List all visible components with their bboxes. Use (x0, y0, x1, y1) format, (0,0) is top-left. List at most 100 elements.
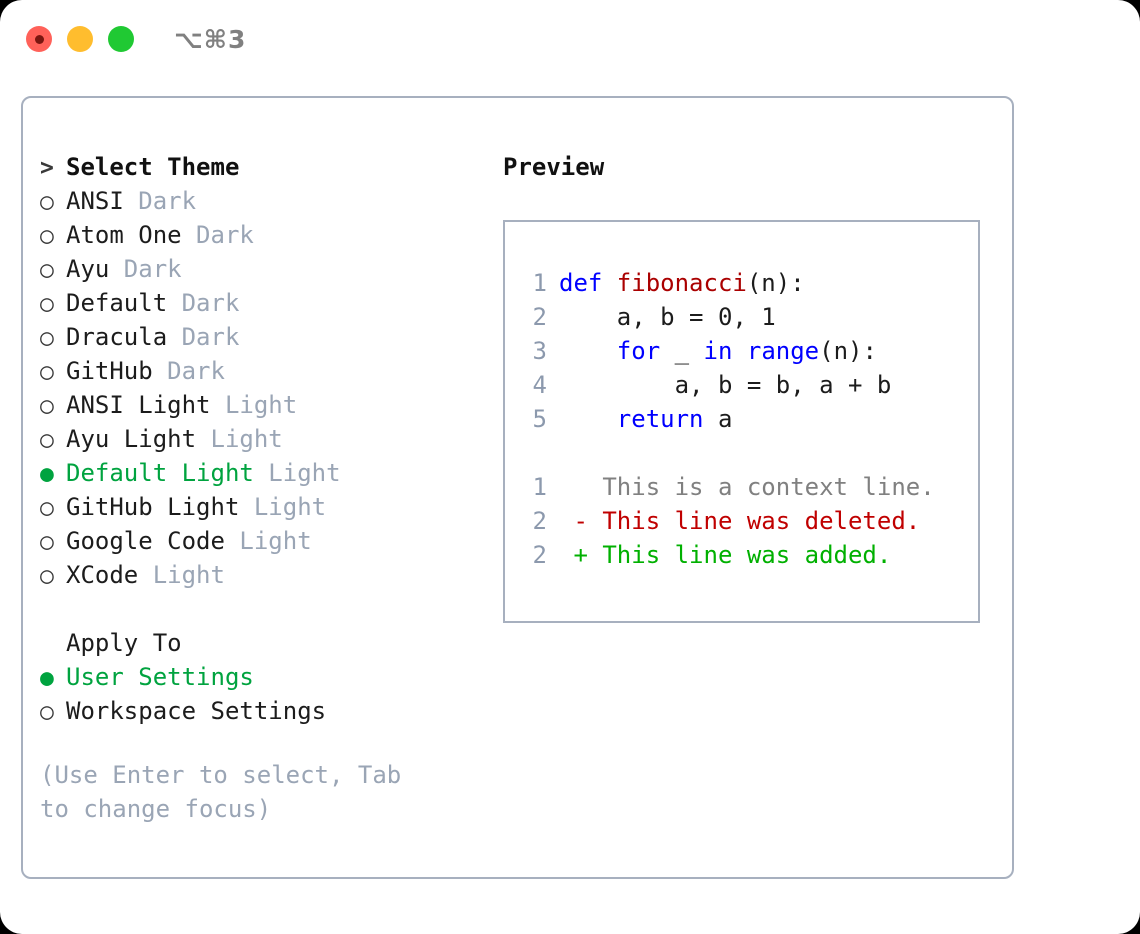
theme-option-label: Google Code (66, 527, 225, 555)
theme-option-variant: Dark (123, 187, 197, 215)
diff-line-number: 1 (532, 473, 547, 501)
code-line: 3 for _ in range(n): (523, 334, 935, 368)
list-spacer (40, 592, 490, 626)
apply-to-option-user-settings[interactable]: ●User Settings (40, 660, 490, 694)
radio-unselected-icon: ○ (40, 495, 54, 521)
theme-option-variant: Dark (152, 357, 225, 385)
code-token (559, 405, 617, 433)
theme-option-variant: Light (196, 425, 283, 453)
code-token: a, b = b, a + b (559, 371, 892, 399)
code-line-number: 1 (532, 269, 547, 297)
apply-to-option-label: User Settings (66, 663, 254, 691)
code-token: fibonacci (616, 269, 747, 297)
diff-line: 2 - This line was deleted. (523, 504, 935, 538)
theme-option-label: ANSI Light (66, 391, 211, 419)
radio-unselected-icon: ○ (40, 393, 54, 419)
main-panel: >Select Theme ○ ANSI Dark ○ Atom One Dark ○ A… (21, 96, 1014, 879)
minimize-button[interactable] (67, 26, 93, 52)
radio-unselected-icon: ○ (40, 257, 54, 283)
theme-option-variant: Light (210, 391, 298, 419)
code-token: _ (660, 337, 704, 365)
radio-unselected-icon: ○ (40, 223, 54, 249)
diff-line-text: This is a context line. (559, 473, 935, 501)
theme-option-label: Ayu (66, 255, 110, 283)
radio-unselected-icon: ○ (40, 291, 54, 317)
theme-list: ○ ANSI Dark ○ Atom One Dark ○ Ayu Dark ○ Defaul… (40, 184, 490, 592)
diff-line-number: 2 (532, 541, 547, 569)
theme-option-default-light[interactable]: ● Default Light Light (40, 456, 490, 490)
code-token: for (616, 337, 661, 365)
code-token (559, 337, 617, 365)
theme-option-github-light[interactable]: ○ GitHub Light Light (40, 490, 490, 524)
theme-option-label: Default (66, 289, 168, 317)
theme-option-label: XCode (66, 561, 139, 589)
code-token: return (616, 405, 704, 433)
code-line-number: 2 (532, 303, 547, 331)
code-token: (n): (746, 269, 805, 297)
radio-unselected-icon: ○ (40, 359, 54, 385)
apply-to-option-workspace-settings[interactable]: ○Workspace Settings (40, 694, 490, 728)
diff-line-text: + This line was added. (559, 541, 892, 569)
theme-option-variant: Light (138, 561, 225, 589)
theme-option-variant: Dark (109, 255, 182, 283)
code-token: a (703, 405, 733, 433)
code-diff-separator (523, 436, 935, 470)
diff-line: 1 This is a context line. (523, 470, 935, 504)
theme-option-dracula[interactable]: ○ Dracula Dark (40, 320, 490, 354)
theme-option-ayu-light[interactable]: ○ Ayu Light Light (40, 422, 490, 456)
code-token (732, 337, 746, 365)
theme-option-label: ANSI (66, 187, 124, 215)
radio-selected-icon: ● (40, 461, 54, 487)
code-token: (n): (819, 337, 877, 365)
theme-option-variant: Light (239, 493, 327, 521)
theme-option-variant: Dark (167, 289, 240, 317)
theme-option-xcode[interactable]: ○ XCode Light (40, 558, 490, 592)
code-line-number: 5 (532, 405, 547, 433)
theme-option-variant: Dark (181, 221, 254, 249)
radio-unselected-icon: ○ (40, 325, 54, 351)
apply-to-list: ●User Settings○Workspace Settings (40, 660, 490, 728)
code-token: a, b = 0, 1 (559, 303, 776, 331)
keyboard-hint-text: (Use Enter to select, Tab to change focu… (40, 761, 402, 823)
theme-option-label: Default Light (66, 459, 254, 487)
theme-option-ayu[interactable]: ○ Ayu Dark (40, 252, 490, 286)
code-token: def (559, 269, 617, 297)
select-theme-heading: >Select Theme (40, 150, 490, 184)
theme-option-ansi-light[interactable]: ○ ANSI Light Light (40, 388, 490, 422)
window-titlebar: ⌥⌘3 (0, 0, 1140, 78)
theme-option-default[interactable]: ○ Default Dark (40, 286, 490, 320)
diff-line-number: 2 (532, 507, 547, 535)
maximize-button[interactable] (108, 26, 134, 52)
radio-unselected-icon: ○ (40, 427, 54, 453)
theme-option-label: Ayu Light (66, 425, 197, 453)
theme-option-ansi[interactable]: ○ ANSI Dark (40, 184, 490, 218)
close-button[interactable] (26, 26, 52, 52)
radio-unselected-icon: ○ (40, 529, 54, 555)
code-line: 5 return a (523, 402, 935, 436)
code-line: 1 def fibonacci(n): (523, 266, 935, 300)
theme-option-variant: Dark (167, 323, 240, 351)
theme-option-atom-one[interactable]: ○ Atom One Dark (40, 218, 490, 252)
theme-option-label: Atom One (66, 221, 182, 249)
theme-option-label: Dracula (66, 323, 168, 351)
apply-to-heading: Apply To (66, 629, 182, 657)
diff-line: 2 + This line was added. (523, 538, 935, 572)
theme-option-github[interactable]: ○GitHub Dark (40, 354, 490, 388)
radio-unselected-icon: ○ (40, 563, 54, 589)
theme-option-label: GitHub Light (66, 493, 240, 521)
code-token: in (703, 337, 733, 365)
code-line-number: 4 (532, 371, 547, 399)
code-token: range (746, 337, 820, 365)
code-line: 4 a, b = b, a + b (523, 368, 935, 402)
radio-unselected-icon: ○ (40, 189, 54, 215)
code-line-number: 3 (532, 337, 547, 365)
code-line: 2 a, b = 0, 1 (523, 300, 935, 334)
heading-caret-icon: > (40, 155, 54, 181)
theme-option-variant: Light (253, 459, 341, 487)
keyboard-shortcut-label: ⌥⌘3 (174, 24, 247, 54)
theme-option-google-code[interactable]: ○Google Code Light (40, 524, 490, 558)
diff-line-text: - This line was deleted. (559, 507, 921, 535)
